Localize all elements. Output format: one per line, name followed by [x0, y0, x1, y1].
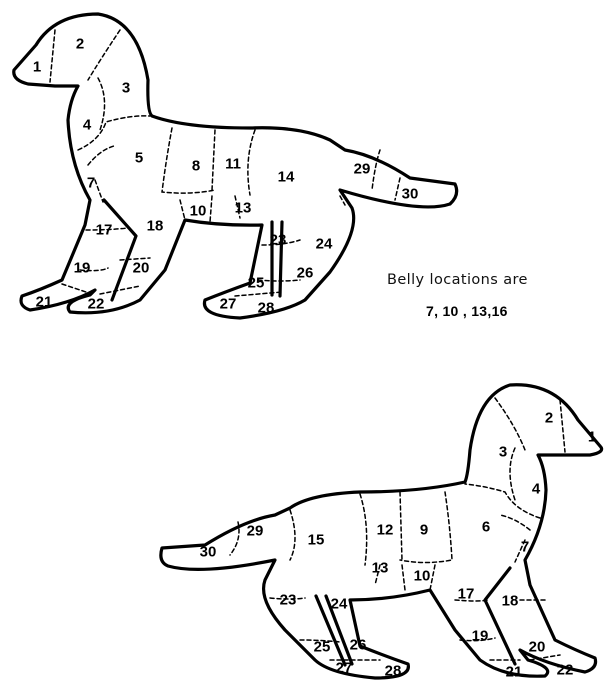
dog-right-region-12-label: 12 [377, 522, 394, 539]
dog-left-region-23-label: 23 [270, 232, 287, 249]
dog-left-region-19-label: 19 [74, 260, 91, 277]
dog-left-region-29-label: 29 [354, 161, 371, 178]
dog-left-region-8-label: 8 [192, 158, 200, 175]
dog-right-region-15-label: 15 [308, 532, 325, 549]
dog-left-region-20-label: 20 [133, 260, 150, 277]
dog-right-region-17-label: 17 [458, 586, 475, 603]
dog-right-segment-lines [230, 398, 565, 660]
dog-left-region-5-label: 5 [135, 150, 143, 167]
dog-right-region-30-label: 30 [200, 544, 217, 561]
dog-left-region-24-label: 24 [316, 236, 333, 253]
dog-right-region-7-label: 7 [521, 539, 529, 556]
dog-right-region-28-label: 28 [385, 663, 402, 680]
dog-left-region-21-label: 21 [36, 294, 53, 311]
dog-right-region-3-label: 3 [499, 444, 507, 461]
belly-note-locations: 7, 10 , 13,16 [426, 303, 566, 319]
dog-right-region-2-label: 2 [545, 410, 553, 427]
dog-right-region-27-label: 27 [336, 660, 353, 677]
dog-left-region-14-label: 14 [278, 169, 295, 186]
dog-right-region-24-label: 24 [331, 596, 348, 613]
dog-left-region-17-label: 17 [96, 222, 113, 239]
dog-right-region-25-label: 25 [314, 639, 331, 656]
dog-right-region-1-label: 1 [588, 429, 596, 446]
dog-right-region-6-label: 6 [482, 519, 490, 536]
dog-left-region-25-label: 25 [248, 275, 265, 292]
dog-right-region-10-label: 10 [414, 568, 431, 585]
dog-left-region-22-label: 22 [88, 296, 105, 313]
dog-left-region-11-label: 11 [225, 156, 241, 173]
dog-left-region-7-label: 7 [87, 175, 95, 192]
dog-left-region-1-label: 1 [33, 59, 41, 76]
belly-note-heading: Belly locations are [387, 272, 587, 288]
dog-right-region-4-label: 4 [532, 481, 541, 498]
dog-right-region-9-label: 9 [420, 522, 428, 539]
dog-right-region-20-label: 20 [529, 639, 546, 656]
dog-left-region-3-label: 3 [122, 80, 130, 97]
dog-right-region-23-label: 23 [280, 592, 297, 609]
dog-right-region-22-label: 22 [557, 662, 574, 679]
dog-left-region-2-label: 2 [76, 36, 84, 53]
dog-right-region-21-label: 21 [506, 664, 523, 681]
dog-left-region-10-label: 10 [190, 203, 207, 220]
dog-right-region-18-label: 18 [502, 593, 519, 610]
dog-right-region-13-label: 13 [372, 560, 389, 577]
dog-left-region-28-label: 28 [258, 300, 275, 317]
dog-left-region-27-label: 27 [220, 296, 237, 313]
dog-left-region-18-label: 18 [147, 218, 164, 235]
dog-right-region-29-label: 29 [247, 523, 264, 540]
dog-left-region-13-label: 13 [235, 200, 252, 217]
dog-right-region-19-label: 19 [472, 628, 489, 645]
dog-left-region-4-label: 4 [83, 117, 92, 134]
dog-left-region-26-label: 26 [297, 265, 314, 282]
dog-left-region-30-label: 30 [402, 186, 419, 203]
dog-right-region-26-label: 26 [350, 637, 367, 654]
